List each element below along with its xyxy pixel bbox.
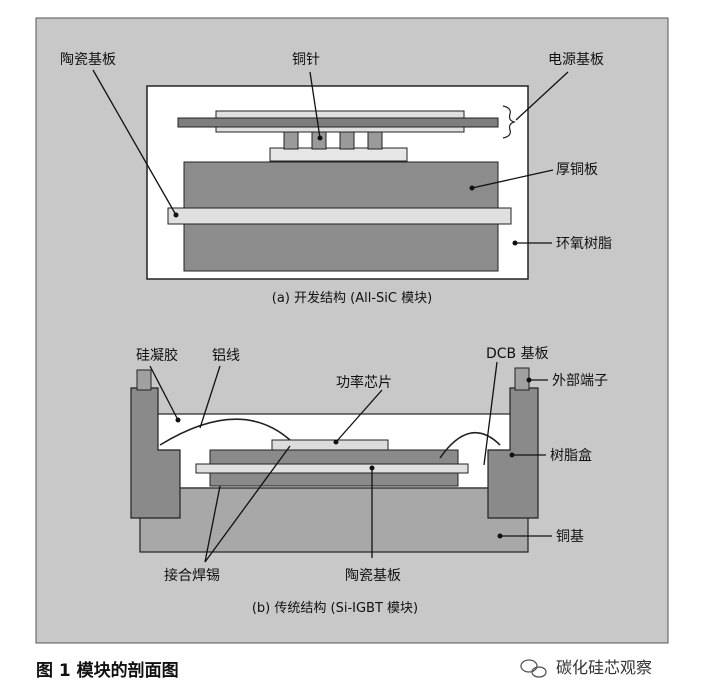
power-substrate-bottom	[215, 126, 465, 133]
chip-plate	[269, 147, 408, 162]
label-copper-pin: 铜针	[292, 52, 320, 68]
diagram-b: 硅凝胶 铝线 DCB 基板 功率芯片 外部端子 树脂盒 铜基 接合焊锡 陶瓷基板…	[130, 345, 608, 616]
label-resin-case: 树脂盒	[550, 447, 592, 464]
leader-dcb	[483, 361, 498, 466]
leader-silicone-gel	[149, 365, 179, 421]
label-solder: 接合焊锡	[164, 567, 220, 584]
leader-power-chip	[335, 389, 383, 443]
leader-solder-chip	[204, 445, 291, 563]
power-substrate-core	[177, 117, 499, 128]
watermark-text: 碳化硅芯观察	[556, 658, 652, 677]
substrate-brace	[502, 105, 516, 139]
dcb-copper-bottom	[209, 472, 459, 487]
label-dcb-substrate: DCB 基板	[486, 345, 549, 362]
figure-caption: 图 1 模块的剖面图	[36, 660, 179, 681]
label-power-substrate: 电源基板	[548, 51, 604, 68]
wechat-icon	[520, 659, 547, 678]
leader-thick-copper	[471, 169, 554, 189]
copper-base	[139, 487, 529, 553]
leader-ceramic-a	[92, 69, 177, 216]
label-external-terminal: 外部端子	[552, 373, 608, 389]
dcb-copper-top	[209, 449, 459, 465]
label-thick-copper: 厚铜板	[556, 162, 598, 178]
diagram-a: 陶瓷基板 铜针 电源基板 厚铜板 环氧树脂 (a) 开发结构 (All-SiC …	[60, 51, 612, 306]
leader-al-wire	[199, 365, 221, 429]
label-aluminum-wire: 铝线	[212, 348, 240, 364]
power-substrate-top	[215, 110, 465, 119]
power-chip	[271, 439, 389, 451]
aluminum-wire-left	[159, 418, 291, 446]
leader-power-substrate	[515, 71, 569, 121]
caption-b: (b) 传统结构 (Si-IGBT 模块)	[252, 601, 418, 616]
ceramic-substrate-a	[167, 207, 512, 225]
label-power-chip: 功率芯片	[336, 374, 392, 391]
aluminum-wire-right	[439, 431, 501, 459]
leader-solder-base	[204, 485, 221, 563]
caption-a: (a) 开发结构 (All-SiC 模块)	[272, 290, 432, 306]
ceramic-substrate-b	[195, 463, 469, 474]
label-copper-base: 铜基	[556, 528, 584, 545]
resin-case-left	[130, 387, 181, 519]
copper-pin	[367, 131, 383, 150]
external-terminal-left	[136, 369, 152, 391]
leader-copper-pin	[309, 71, 321, 139]
copper-pin	[283, 131, 299, 150]
label-ceramic-substrate-b: 陶瓷基板	[345, 567, 401, 584]
label-silicone-gel: 硅凝胶	[136, 347, 178, 364]
copper-pin	[339, 131, 355, 150]
label-ceramic-substrate-a: 陶瓷基板	[60, 51, 116, 68]
label-epoxy: 环氧树脂	[556, 236, 612, 252]
